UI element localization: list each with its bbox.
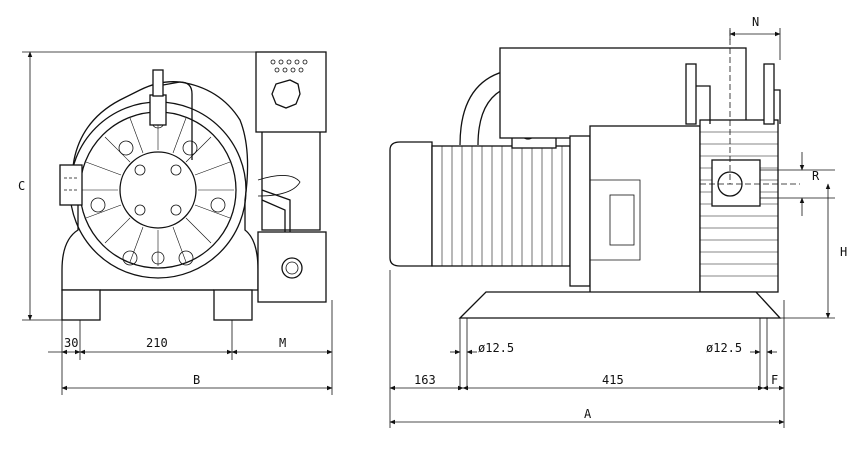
column [261,129,321,231]
dim-label-c: C [18,179,25,193]
left-foot [61,289,101,321]
dim-label-m: M [279,336,286,350]
base-plate [458,291,782,319]
front-view [59,51,327,321]
dim-label-a: A [584,407,592,421]
side-view [389,30,800,319]
right-foot [213,289,253,321]
knob-icon [271,79,301,109]
dim-label-210: 210 [146,336,168,350]
dim-label-n: N [752,15,759,29]
inlet-port [59,164,83,206]
dim-label-hole-right: ø12.5 [706,341,742,355]
hub [119,151,197,229]
bolt-bosses [90,115,226,266]
dim-label-r: R [812,169,820,183]
motor-cap [389,141,433,267]
dim-label-h: H [840,245,847,259]
dim-label-hole-left: ø12.5 [478,341,514,355]
dim-label-163: 163 [414,373,436,387]
dim-label-b: B [193,373,200,387]
dim-label-415: 415 [602,373,624,387]
dimension-lines: C 30 210 M B N R H ø12.5 ø12.5 163 415 F… [18,15,847,428]
coupling-housing [589,125,701,297]
motor-body [431,145,571,267]
dim-label-f: F [771,373,778,387]
dim-label-30: 30 [64,336,78,350]
cooling-fins [82,114,234,266]
terminal-box [255,51,327,133]
control-box [257,231,327,303]
